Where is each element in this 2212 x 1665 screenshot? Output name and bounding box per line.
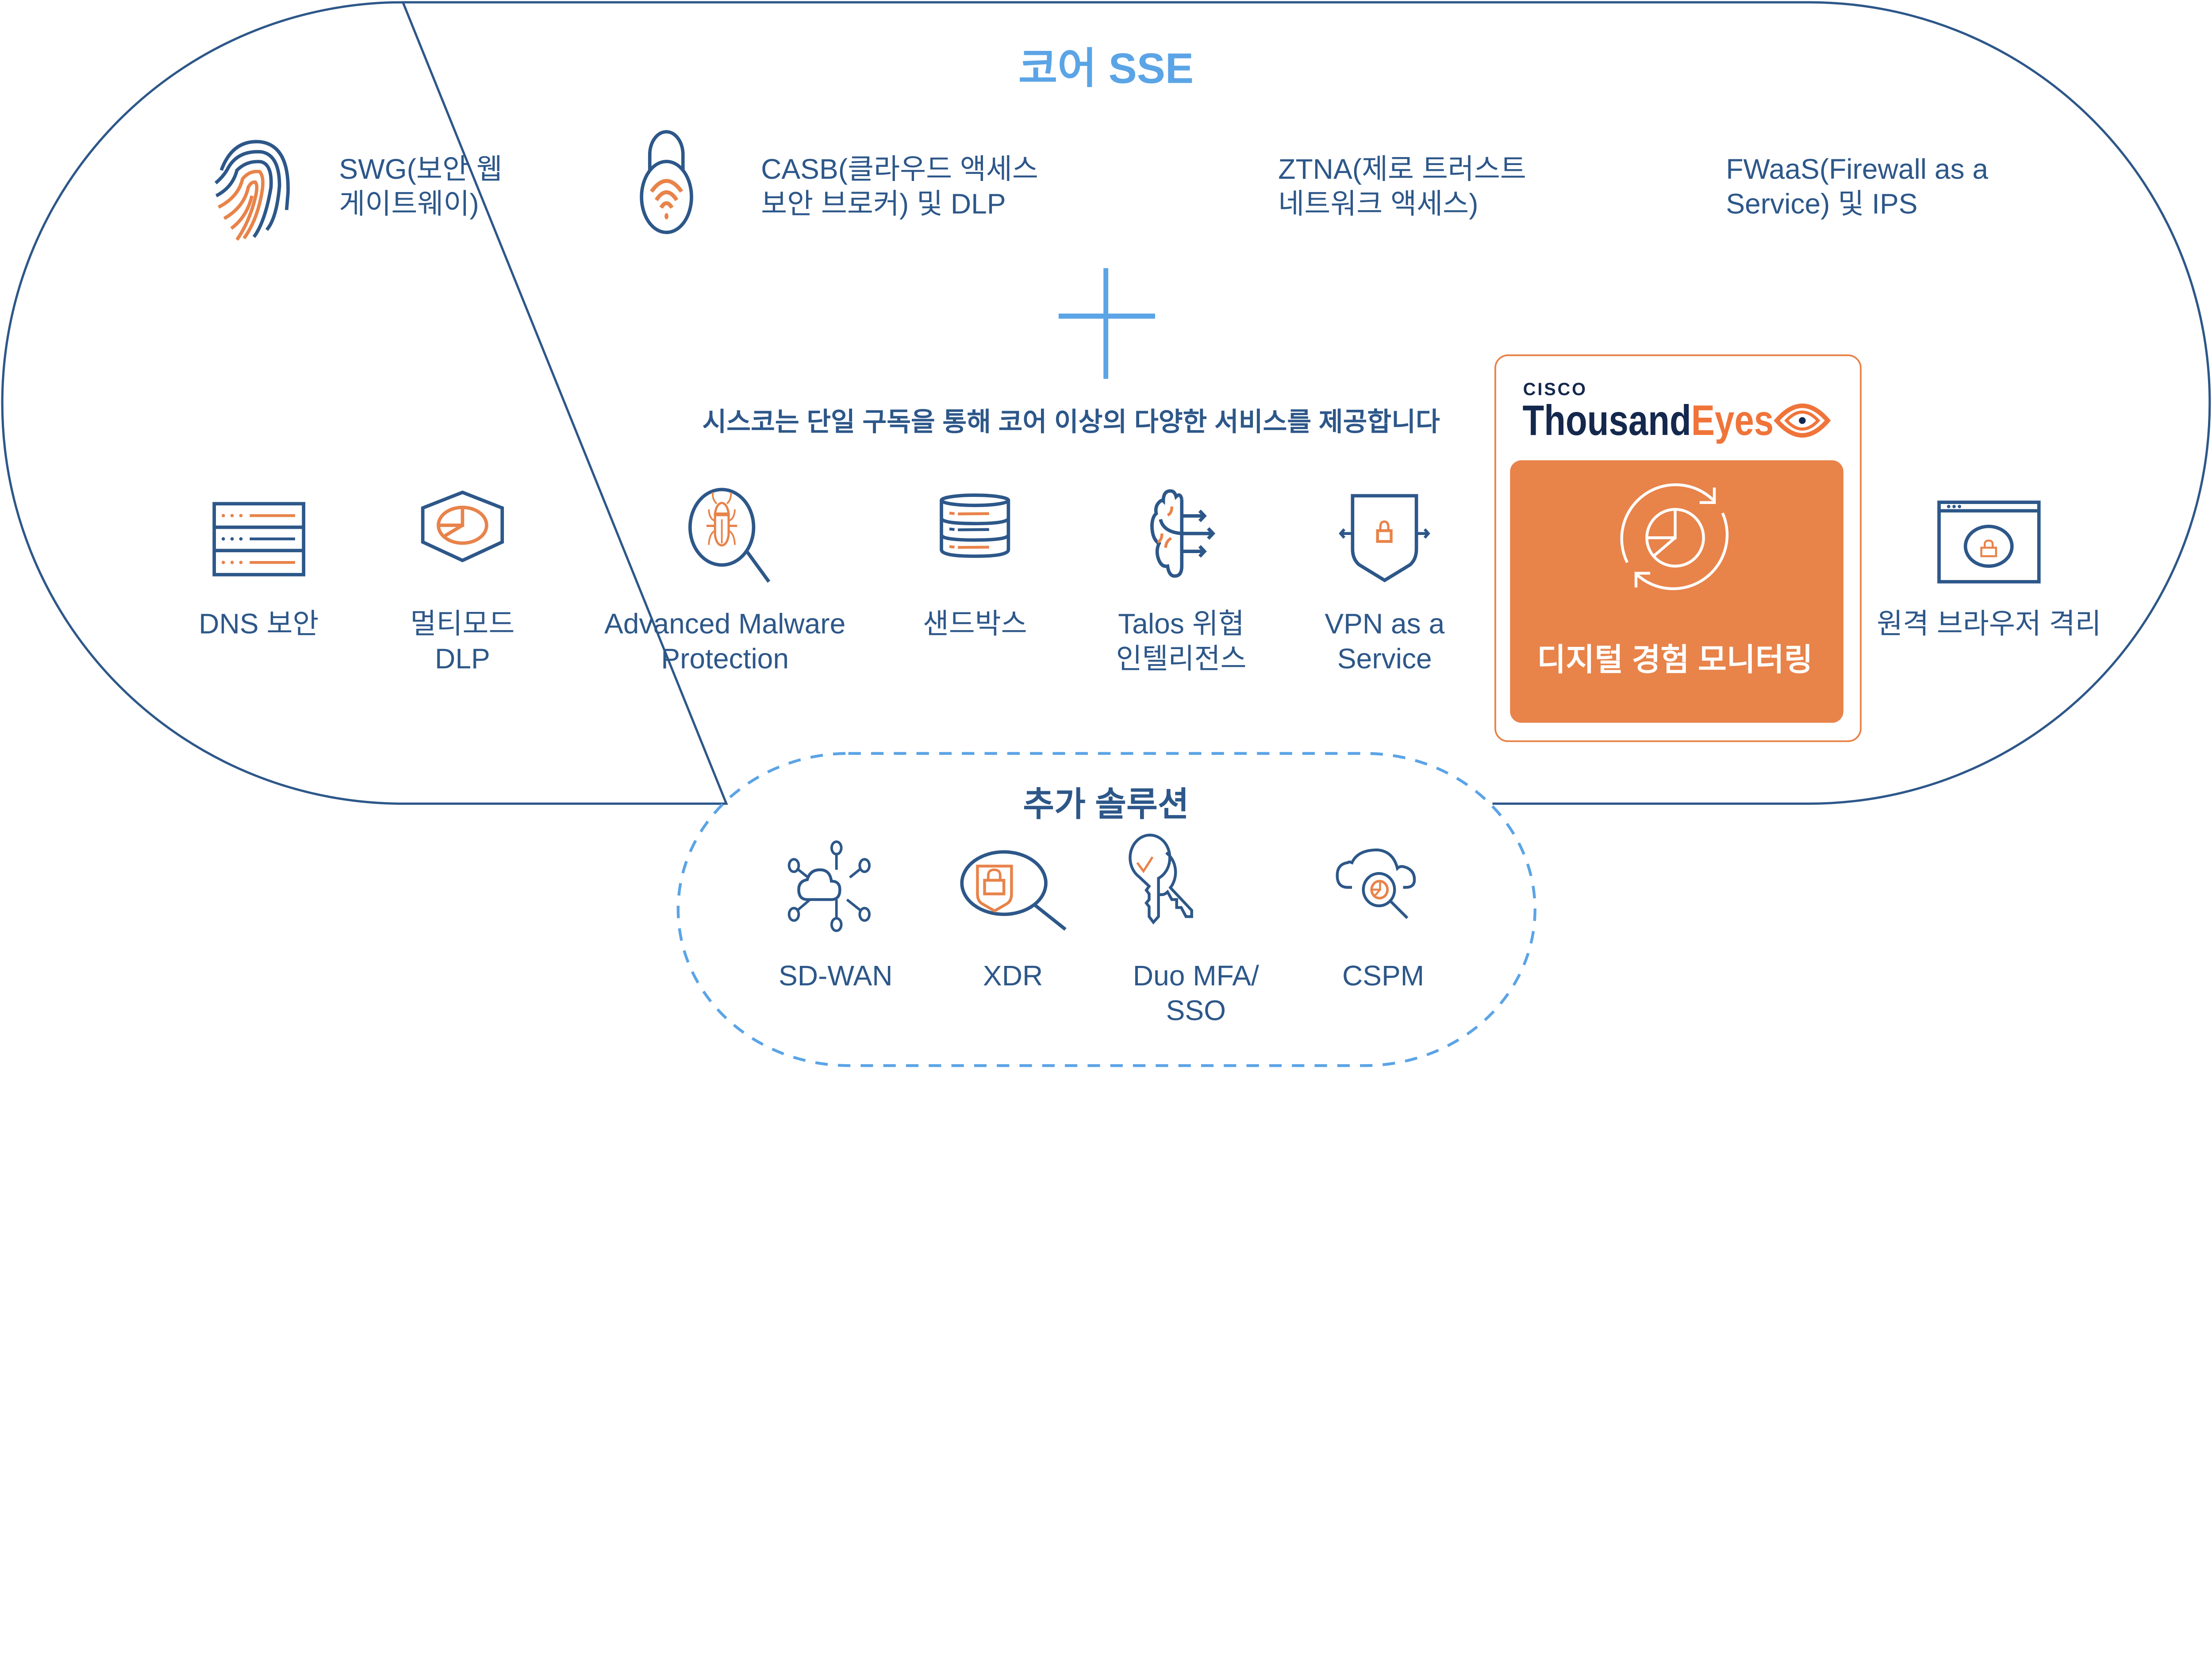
feature-swg-line1: SWG(보안 웹	[339, 153, 502, 185]
hexagon-pie-icon	[421, 490, 504, 562]
service-vpn-line1: VPN as a	[1325, 608, 1444, 639]
diagram-canvas: 코어 SSE SWG(보안 웹 게이트웨이) CASB(클라우드 액세스 보안 …	[1, 1, 2211, 1067]
service-dlp-line1: 멀티모드	[410, 608, 515, 639]
cisco-wordmark: CISCO	[1523, 380, 1587, 399]
brain-arrows-icon	[1150, 489, 1216, 578]
service-dlp-line2: DLP	[435, 642, 490, 674]
cloud-magnifier-icon	[1336, 848, 1416, 919]
additional-solutions-title: 추가 솔루션	[1023, 785, 1189, 823]
feature-casb-line1: CASB(클라우드 액세스	[761, 153, 1038, 185]
service-multimode-dlp: 멀티모드 DLP	[410, 490, 515, 674]
feature-swg-line2: 게이트웨이)	[339, 188, 479, 219]
browser-lock-icon	[1937, 500, 2041, 584]
solution-duo-line1: Duo MFA/	[1133, 960, 1259, 992]
service-talos-line1: Talos 위협	[1118, 608, 1244, 639]
thousandeyes-panel: CISCO ThousandEyes 디지털 경험 모니터링	[1494, 354, 1862, 742]
shield-lock-arrows-icon	[1339, 494, 1430, 583]
service-vpn-line2: Service	[1337, 642, 1432, 674]
feature-fwaas-line2: Service) 및 IPS	[1726, 188, 1917, 219]
solution-cspm-label: CSPM	[1342, 960, 1424, 992]
service-dns-security: DNS 보안	[199, 502, 319, 639]
service-amp-line1: Advanced Malware	[604, 608, 845, 639]
service-sandbox-label: 샌드박스	[923, 608, 1027, 639]
server-rack-icon	[212, 502, 306, 577]
solution-duo-line2: SSO	[1166, 995, 1226, 1027]
padlock-wifi-icon	[640, 130, 693, 235]
feature-fwaas: FWaaS(Firewall as a Service) 및 IPS	[1726, 153, 1988, 219]
additional-solutions-boundary	[676, 752, 1536, 1067]
plus-icon	[1058, 268, 1155, 379]
database-icon	[940, 493, 1010, 558]
service-dns-label: DNS 보안	[199, 608, 319, 639]
keys-check-icon	[1129, 834, 1193, 925]
cloud-network-icon	[787, 840, 871, 932]
service-amp-line2: Protection	[661, 642, 789, 674]
feature-ztna-line2: 네트워크 액세스)	[1278, 188, 1478, 219]
service-remote-browser-isolation: 원격 브라우저 격리	[1877, 500, 2101, 639]
feature-ztna: ZTNA(제로 트러스트 네트워크 액세스)	[1278, 153, 1526, 219]
service-amp: Advanced Malware Protection	[604, 488, 845, 674]
eye-logo-icon	[1774, 404, 1831, 438]
feature-swg: SWG(보안 웹 게이트웨이)	[214, 140, 503, 241]
service-rbi-label: 원격 브라우저 격리	[1877, 608, 2101, 639]
solution-cspm: CSPM	[1336, 848, 1424, 992]
service-sandbox: 샌드박스	[923, 493, 1027, 639]
magnifier-shield-lock-icon	[960, 850, 1067, 931]
brand-eyes: Eyes	[1691, 397, 1774, 444]
core-sse-boundary	[1, 1, 2211, 805]
feature-casb: CASB(클라우드 액세스 보안 브로커) 및 DLP	[640, 130, 1038, 235]
solution-duo: Duo MFA/ SSO	[1129, 834, 1259, 1027]
feature-ztna-line1: ZTNA(제로 트러스트	[1278, 153, 1526, 185]
digital-experience-monitoring-label: 디지털 경험 모니터링	[1537, 642, 1813, 677]
core-sse-title: 코어 SSE	[1018, 45, 1194, 92]
brand-thousand: Thousand	[1523, 397, 1691, 444]
refresh-pie-chart-icon	[1620, 483, 1729, 590]
magnifier-bug-icon	[688, 488, 771, 583]
feature-fwaas-line1: FWaaS(Firewall as a	[1726, 153, 1988, 185]
feature-casb-line2: 보안 브로커) 및 DLP	[761, 188, 1006, 219]
thousandeyes-wordmark: ThousandEyes	[1523, 397, 1774, 444]
fingerprint-icon	[214, 140, 290, 241]
solution-sd-wan: SD-WAN	[779, 840, 893, 992]
service-vpn: VPN as a Service	[1325, 494, 1445, 674]
solution-xdr-label: XDR	[983, 960, 1043, 992]
service-talos-line2: 인텔리전스	[1116, 642, 1246, 674]
solution-xdr: XDR	[960, 850, 1067, 992]
service-talos: Talos 위협 인텔리전스	[1116, 489, 1246, 674]
solution-sd-wan-label: SD-WAN	[779, 960, 893, 992]
services-subtitle: 시스코는 단일 구독을 통해 코어 이상의 다양한 서비스를 제공합니다	[702, 408, 1440, 437]
